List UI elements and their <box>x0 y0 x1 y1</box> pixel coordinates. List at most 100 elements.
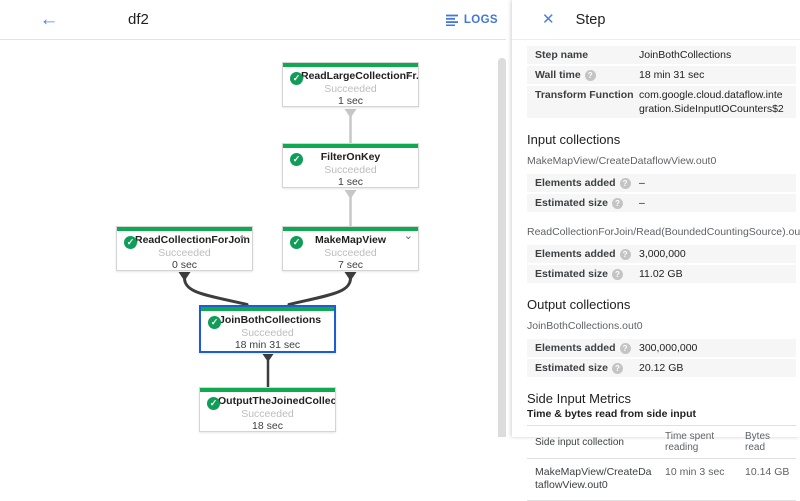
time-spent-reading-cell: 10 min 3 sec <box>657 458 737 501</box>
close-icon[interactable]: ✕ <box>542 11 555 28</box>
success-check-icon: ✓ <box>290 72 303 85</box>
column-header: Bytes read <box>737 425 796 459</box>
metric-label: Estimated size ? <box>535 267 639 281</box>
node-status-bar <box>283 144 418 148</box>
bytes-read-cell: 10.14 GB <box>737 458 796 501</box>
metric-value: – <box>639 197 645 209</box>
node-time: 1 sec <box>337 95 364 107</box>
chevron-down-icon[interactable]: ⌄ <box>403 66 413 78</box>
side-input-table-header-row: Side input collection Time spent reading… <box>527 425 796 459</box>
metric-label: Estimated size ? <box>535 361 639 375</box>
property-row-step-name: Step name JoinBothCollections <box>527 46 796 64</box>
graph-node-joinbothcollections-selected[interactable]: ✓ JoinBothCollections Succeeded 18 min 3… <box>199 305 336 353</box>
section-heading-output-collections: Output collections <box>527 297 631 312</box>
job-header: ← df2 LOGS <box>0 0 506 40</box>
property-label: Transform Function <box>535 89 634 101</box>
node-status: Succeeded <box>241 327 294 339</box>
help-icon[interactable]: ? <box>611 268 623 280</box>
side-input-collection-cell: MakeMapView/CreateDataflowView.out0 <box>527 458 657 501</box>
help-icon[interactable]: ? <box>619 342 631 354</box>
node-title: ReadLargeCollectionFr... <box>301 70 418 82</box>
chevron-down-icon[interactable]: ⌄ <box>237 230 247 242</box>
node-status: Succeeded <box>241 408 294 420</box>
metric-label: Elements added ? <box>535 341 639 355</box>
node-status: Succeeded <box>324 164 377 176</box>
graph-node-filteronkey[interactable]: ✓ FilterOnKey Succeeded 1 sec <box>282 143 419 188</box>
collection-name: JoinBothCollections.out0 <box>527 320 643 332</box>
node-status-bar <box>117 227 252 231</box>
node-status: Succeeded <box>324 83 377 95</box>
success-check-icon: ✓ <box>290 236 303 249</box>
property-label-text: Wall time <box>535 69 581 81</box>
metric-label: Estimated size ? <box>535 196 639 210</box>
help-icon[interactable]: ? <box>611 362 623 374</box>
success-check-icon: ✓ <box>207 397 220 410</box>
metric-row: Elements added ? 3,000,000 <box>527 245 796 263</box>
property-label: Step name <box>535 49 589 61</box>
section-heading-side-input-metrics: Side Input Metrics <box>527 391 632 406</box>
side-input-subheading: Time & bytes read from side input <box>527 408 697 420</box>
chevron-down-icon[interactable]: ⌄ <box>403 230 413 242</box>
node-time: 0 sec <box>171 259 198 271</box>
metric-label: Elements added ? <box>535 247 639 261</box>
metric-row: Estimated size ? 20.12 GB <box>527 359 796 377</box>
metric-row: Estimated size ? 11.02 GB <box>527 265 796 283</box>
help-icon[interactable]: ? <box>619 248 631 260</box>
graph-node-outputthejoined[interactable]: ✓ OutputTheJoinedCollec... Succeeded 18 … <box>199 387 336 432</box>
metric-value: 300,000,000 <box>639 342 698 354</box>
metric-label-text: Elements added <box>535 248 616 260</box>
metric-value: 11.02 GB <box>639 268 683 280</box>
graph-node-readlargecollection[interactable]: ✓ ⌄ ReadLargeCollectionFr... Succeeded 1… <box>282 62 419 107</box>
section-heading-input-collections: Input collections <box>527 132 621 147</box>
metric-label: Elements added ? <box>535 176 639 190</box>
collection-name: MakeMapView/CreateDataflowView.out0 <box>527 155 717 167</box>
column-header: Side input collection <box>527 425 657 459</box>
node-status: Succeeded <box>324 247 377 259</box>
node-status-bar <box>283 227 418 231</box>
logs-button-label: LOGS <box>463 14 498 26</box>
graph-scrollbar[interactable] <box>498 58 506 437</box>
success-check-icon: ✓ <box>124 236 137 249</box>
metric-value: 3,000,000 <box>639 248 686 260</box>
collection-name: ReadCollectionForJoin/Read(BoundedCounti… <box>527 226 800 238</box>
graph-node-makemapview[interactable]: ✓ ⌄ MakeMapView Succeeded 7 sec <box>282 226 419 271</box>
metric-label-text: Estimated size <box>535 268 608 280</box>
metric-label-text: Elements added <box>535 342 616 354</box>
success-check-icon: ✓ <box>290 153 303 166</box>
step-panel-header: ✕ Step <box>512 0 800 40</box>
property-label: Wall time ? <box>535 68 639 82</box>
node-title: JoinBothCollections <box>219 314 322 326</box>
help-icon[interactable]: ? <box>619 177 631 189</box>
node-status: Succeeded <box>158 247 211 259</box>
node-title: FilterOnKey <box>320 151 381 163</box>
graph-node-readcollectionforjoin[interactable]: ✓ ⌄ ReadCollectionForJoin Succeeded 0 se… <box>116 226 253 271</box>
metric-label-text: Estimated size <box>535 197 608 209</box>
node-status-bar <box>201 307 334 311</box>
metric-row: Elements added ? 300,000,000 <box>527 339 796 357</box>
node-title: OutputTheJoinedCollec... <box>218 395 335 407</box>
side-input-table: Side input collection Time spent reading… <box>527 425 796 501</box>
node-status-bar <box>200 388 335 392</box>
node-time: 18 sec <box>252 420 283 432</box>
node-time: 1 sec <box>337 176 364 188</box>
logs-button[interactable]: LOGS <box>445 10 498 30</box>
metric-row: Estimated size ? – <box>527 194 796 212</box>
metric-value: – <box>639 177 645 189</box>
property-value: com.google.cloud.dataflow.integration.Si… <box>639 89 784 115</box>
step-panel-title: Step <box>575 11 606 28</box>
step-details-panel: ✕ Step Step name JoinBothCollections Wal… <box>512 0 800 501</box>
node-time: 7 sec <box>337 259 364 271</box>
graph-edges <box>178 109 357 387</box>
job-graph-panel: ← df2 LOGS <box>0 0 506 437</box>
side-input-table-row: MakeMapView/CreateDataflowView.out0 10 m… <box>527 458 796 501</box>
success-check-icon: ✓ <box>208 316 221 329</box>
metric-value: 20.12 GB <box>639 362 684 374</box>
help-icon[interactable]: ? <box>584 69 596 81</box>
help-icon[interactable]: ? <box>611 197 623 209</box>
back-arrow-icon[interactable]: ← <box>39 9 59 30</box>
logs-list-icon <box>445 14 458 26</box>
pipeline-graph: ✓ ⌄ ReadLargeCollectionFr... Succeeded 1… <box>0 40 506 437</box>
node-title: ReadCollectionForJoin <box>135 234 250 246</box>
node-time: 18 min 31 sec <box>234 339 301 351</box>
metric-label-text: Elements added <box>535 177 616 189</box>
